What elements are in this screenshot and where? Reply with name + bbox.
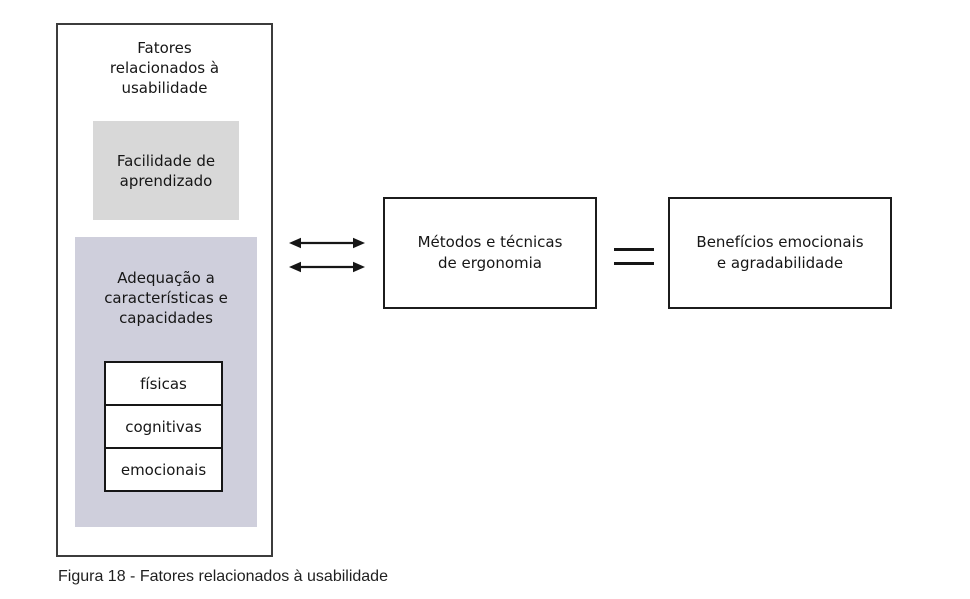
adequacy-item-cognitivas: cognitivas [104, 404, 223, 449]
adequacy-box: Adequação a características e capacidade… [75, 237, 257, 527]
benefits-box: Benefícios emocionais e agradabilidade [668, 197, 892, 309]
methods-box-label: Métodos e técnicas de ergonomia [417, 233, 563, 272]
equals-icon [614, 248, 654, 265]
adequacy-item-label: cognitivas [125, 417, 202, 436]
adequacy-items-stack: físicas cognitivas emocionais [104, 361, 223, 492]
adequacy-item-label: físicas [140, 374, 187, 393]
usability-factors-panel: Fatores relacionados à usabilidade Facil… [56, 23, 273, 557]
adequacy-item-label: emocionais [120, 460, 207, 479]
figure-caption: Figura 18 - Fatores relacionados à usabi… [58, 568, 388, 585]
adequacy-item-emocionais: emocionais [104, 447, 223, 492]
learnability-box: Facilidade de aprendizado [93, 121, 239, 220]
usability-panel-title: Fatores relacionados à usabilidade [109, 39, 220, 97]
learnability-label: Facilidade de aprendizado [116, 151, 216, 190]
double-arrow-icon [289, 237, 365, 273]
adequacy-item-fisicas: físicas [104, 361, 223, 406]
methods-box: Métodos e técnicas de ergonomia [383, 197, 597, 309]
adequacy-title: Adequação a características e capacidade… [104, 269, 228, 327]
benefits-box-label: Benefícios emocionais e agradabilidade [696, 233, 864, 272]
